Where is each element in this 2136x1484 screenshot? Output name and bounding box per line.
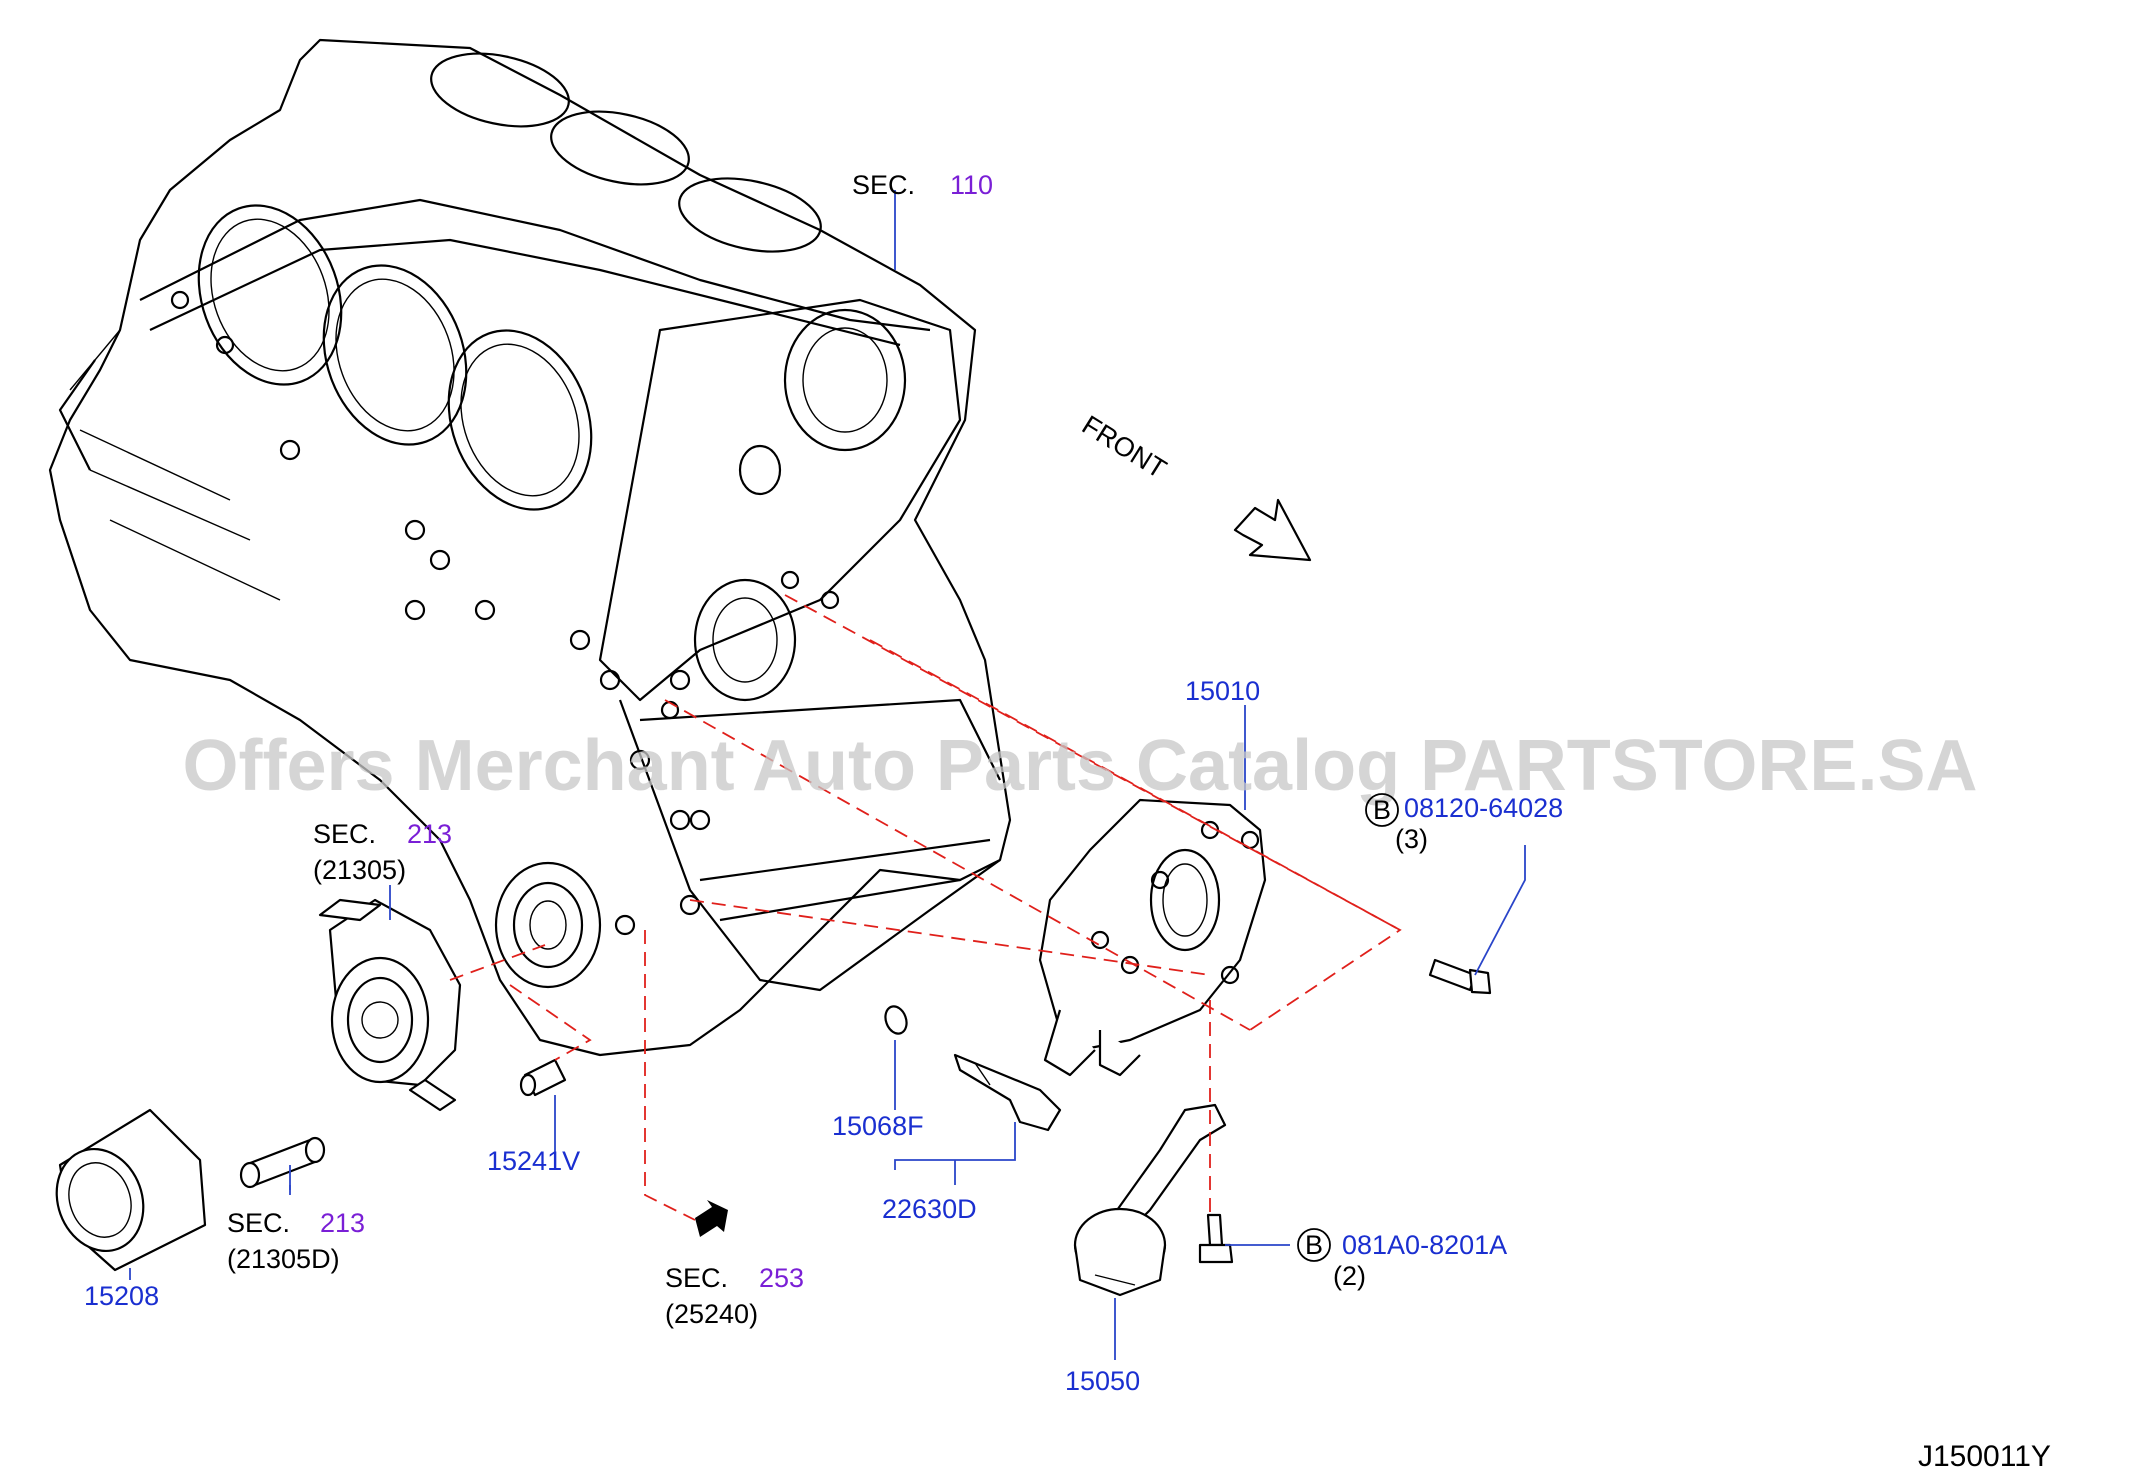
sec-253-number: 253 bbox=[759, 1263, 804, 1293]
sec-110-prefix: SEC. bbox=[852, 170, 915, 200]
assembly-guide-lines bbox=[449, 594, 1402, 1221]
sec-213d-sub: (21305D) bbox=[227, 1244, 340, 1274]
part-22630d-label: 22630D bbox=[882, 1194, 977, 1224]
part-15050-label: 15050 bbox=[1065, 1366, 1140, 1396]
sec-213-sub: (21305) bbox=[313, 855, 406, 885]
bolt2-badge-b-circle bbox=[1297, 1228, 1331, 1262]
leader-lines bbox=[129, 190, 1526, 1360]
oil-cooler-drawing bbox=[318, 898, 462, 1112]
part-15068f-label: 15068F bbox=[832, 1111, 924, 1141]
sec-253-prefix: SEC. bbox=[665, 1263, 728, 1293]
part-15208-label: 15208 bbox=[84, 1281, 159, 1311]
sec-213d-prefix: SEC. bbox=[227, 1208, 290, 1238]
oil-strainer-drawing bbox=[1073, 1103, 1227, 1297]
diagram-code: J150011Y bbox=[1918, 1440, 2051, 1473]
front-label: FRONT bbox=[1077, 410, 1172, 485]
part-15010-label: 15010 bbox=[1185, 676, 1260, 706]
bolt2-badge-b-letter: B bbox=[1305, 1230, 1323, 1260]
connector-stud-drawing bbox=[239, 1136, 326, 1189]
bolt-08120-drawing bbox=[1428, 958, 1492, 995]
bolt-08120-qty: (3) bbox=[1395, 824, 1428, 854]
sec-213-number: 213 bbox=[407, 819, 452, 849]
bolt-081a0-number: 081A0-8201A bbox=[1342, 1230, 1507, 1260]
watermark-text: Offers Merchant Auto Parts Catalog PARTS… bbox=[183, 726, 1978, 806]
sec-213-prefix: SEC. bbox=[313, 819, 376, 849]
plug-15241v-drawing bbox=[519, 1058, 567, 1097]
oil-filter-drawing bbox=[55, 1108, 207, 1272]
bolt-badge-b-letter: B bbox=[1373, 795, 1391, 825]
sec253-arrow bbox=[695, 1200, 728, 1237]
bolt-081a0-qty: (2) bbox=[1333, 1261, 1366, 1291]
oil-pump-drawing bbox=[1038, 798, 1267, 1077]
oil-pressure-switch-drawing bbox=[884, 1005, 1062, 1132]
bolt-081a0-drawing bbox=[1198, 1213, 1234, 1264]
bolt-badge-b-circle bbox=[1365, 793, 1399, 827]
sec-253-sub: (25240) bbox=[665, 1299, 758, 1329]
sec-110-number: 110 bbox=[950, 170, 993, 200]
bolt-08120-number: 08120-64028 bbox=[1404, 793, 1563, 823]
part-15241v-label: 15241V bbox=[487, 1146, 580, 1176]
front-arrow-icon bbox=[1233, 498, 1312, 562]
cylinder-block-drawing bbox=[48, 38, 1012, 1057]
sec-213d-number: 213 bbox=[320, 1208, 365, 1238]
